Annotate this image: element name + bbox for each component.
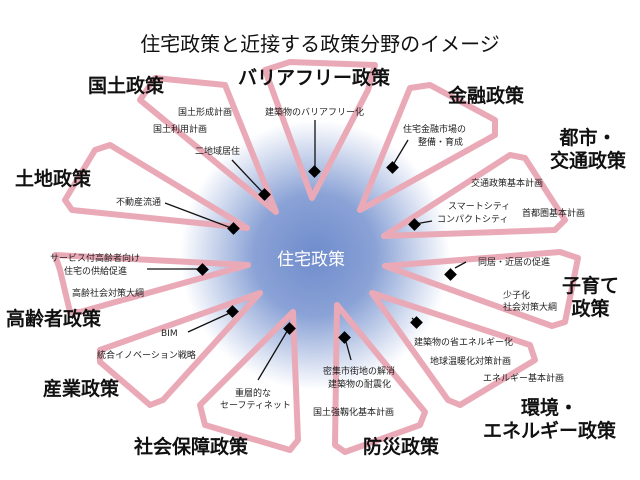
title-line: 都市・ [559,127,617,149]
petal-tochi [62,142,250,231]
petal-sangyo [97,290,263,408]
marker-diamond [226,305,239,318]
petal-bosai [332,302,428,455]
item: 密集市街地の解消 [323,367,396,377]
marker-diamond [408,218,421,231]
marker-diamond [338,331,351,344]
petal-toshi [381,152,568,239]
item: 高齢社会対策大綱 [72,289,145,299]
center-label: 住宅政策 [277,250,345,270]
item: スマートシティ [448,202,511,212]
diagram-title: 住宅政策と近接する政策分野のイメージ [140,32,500,56]
item: エネルギー基本計画 [483,374,565,384]
marker-diamond [386,161,399,174]
petal-shakaihosho [197,309,301,453]
petal-title-kinyu: 金融政策 [448,85,525,107]
item: 建築物の省エネルギー化 [414,338,514,348]
item: 住宅の供給促進 [64,267,128,277]
marker-diamond [410,316,423,329]
petal-title-koreisha: 高齢者政策 [6,308,102,330]
item: 重層的な [235,389,272,399]
item: 同居・近居の促進 [478,258,551,268]
marker-diamond [258,188,271,201]
item: 社会対策大綱 [503,303,558,313]
item: 交通政策基本計画 [471,179,544,189]
petal-barrierfree [262,59,378,201]
petal-title-sangyo: 産業政策 [43,378,120,400]
item: コンパクトシティ [437,215,509,225]
item: 統合イノベーション戦略 [97,351,196,361]
markers [196,161,457,344]
marker-diamond [283,322,296,335]
petal-title-bosai: 防災政策 [363,436,440,458]
item: BIM [161,329,178,339]
item: 不動産流通 [116,198,162,208]
marker-diamond [444,268,457,281]
item: セーフティネット [220,401,291,411]
petal-title-barrierfree: バリアフリー政策 [238,67,391,89]
petal-kinyu [357,82,498,213]
item: 国土形成計画 [178,108,233,118]
marker-diamond [196,263,209,276]
petal-kankyo [369,290,538,408]
petal-title-tochi: 土地政策 [15,168,92,190]
title-line: 交通政策 [550,150,627,172]
petal-koreisha [52,252,251,315]
title-line: 環境・ [521,397,579,419]
item: 建築物のバリアフリー化 [265,108,365,118]
item: サービス付高齢者向け [50,254,141,264]
petal-title-toshi: 都市・交通政策 [550,127,626,173]
item: 少子化 [503,291,531,301]
petal-title-shakaihosho: 社会保障政策 [134,436,249,458]
title-line: エネルギー政策 [483,420,617,442]
item: 住宅金融市場の [403,125,467,135]
title-line: 政策 [571,298,610,320]
title-line: 子育て [562,275,620,297]
petal-kokudo [137,75,279,215]
petal-title-kankyo: 環境・エネルギー政策 [483,397,616,443]
petal-kosodate [382,249,581,329]
item: 整備・育成 [418,138,464,148]
marker-diamond [308,165,321,178]
item: 建築物の耐震化 [328,380,392,390]
item: 二地域居住 [195,147,241,157]
marker-diamond [227,222,240,235]
petal-title-kosodate: 子育て政策 [562,275,619,321]
item: 国土強靱化基本計画 [313,408,395,418]
petal-title-kokudo: 国土政策 [88,75,165,97]
item: 地球温暖化対策計画 [430,357,512,367]
item: 国土利用計画 [153,125,208,135]
item: 首都圏基本計画 [522,209,586,219]
